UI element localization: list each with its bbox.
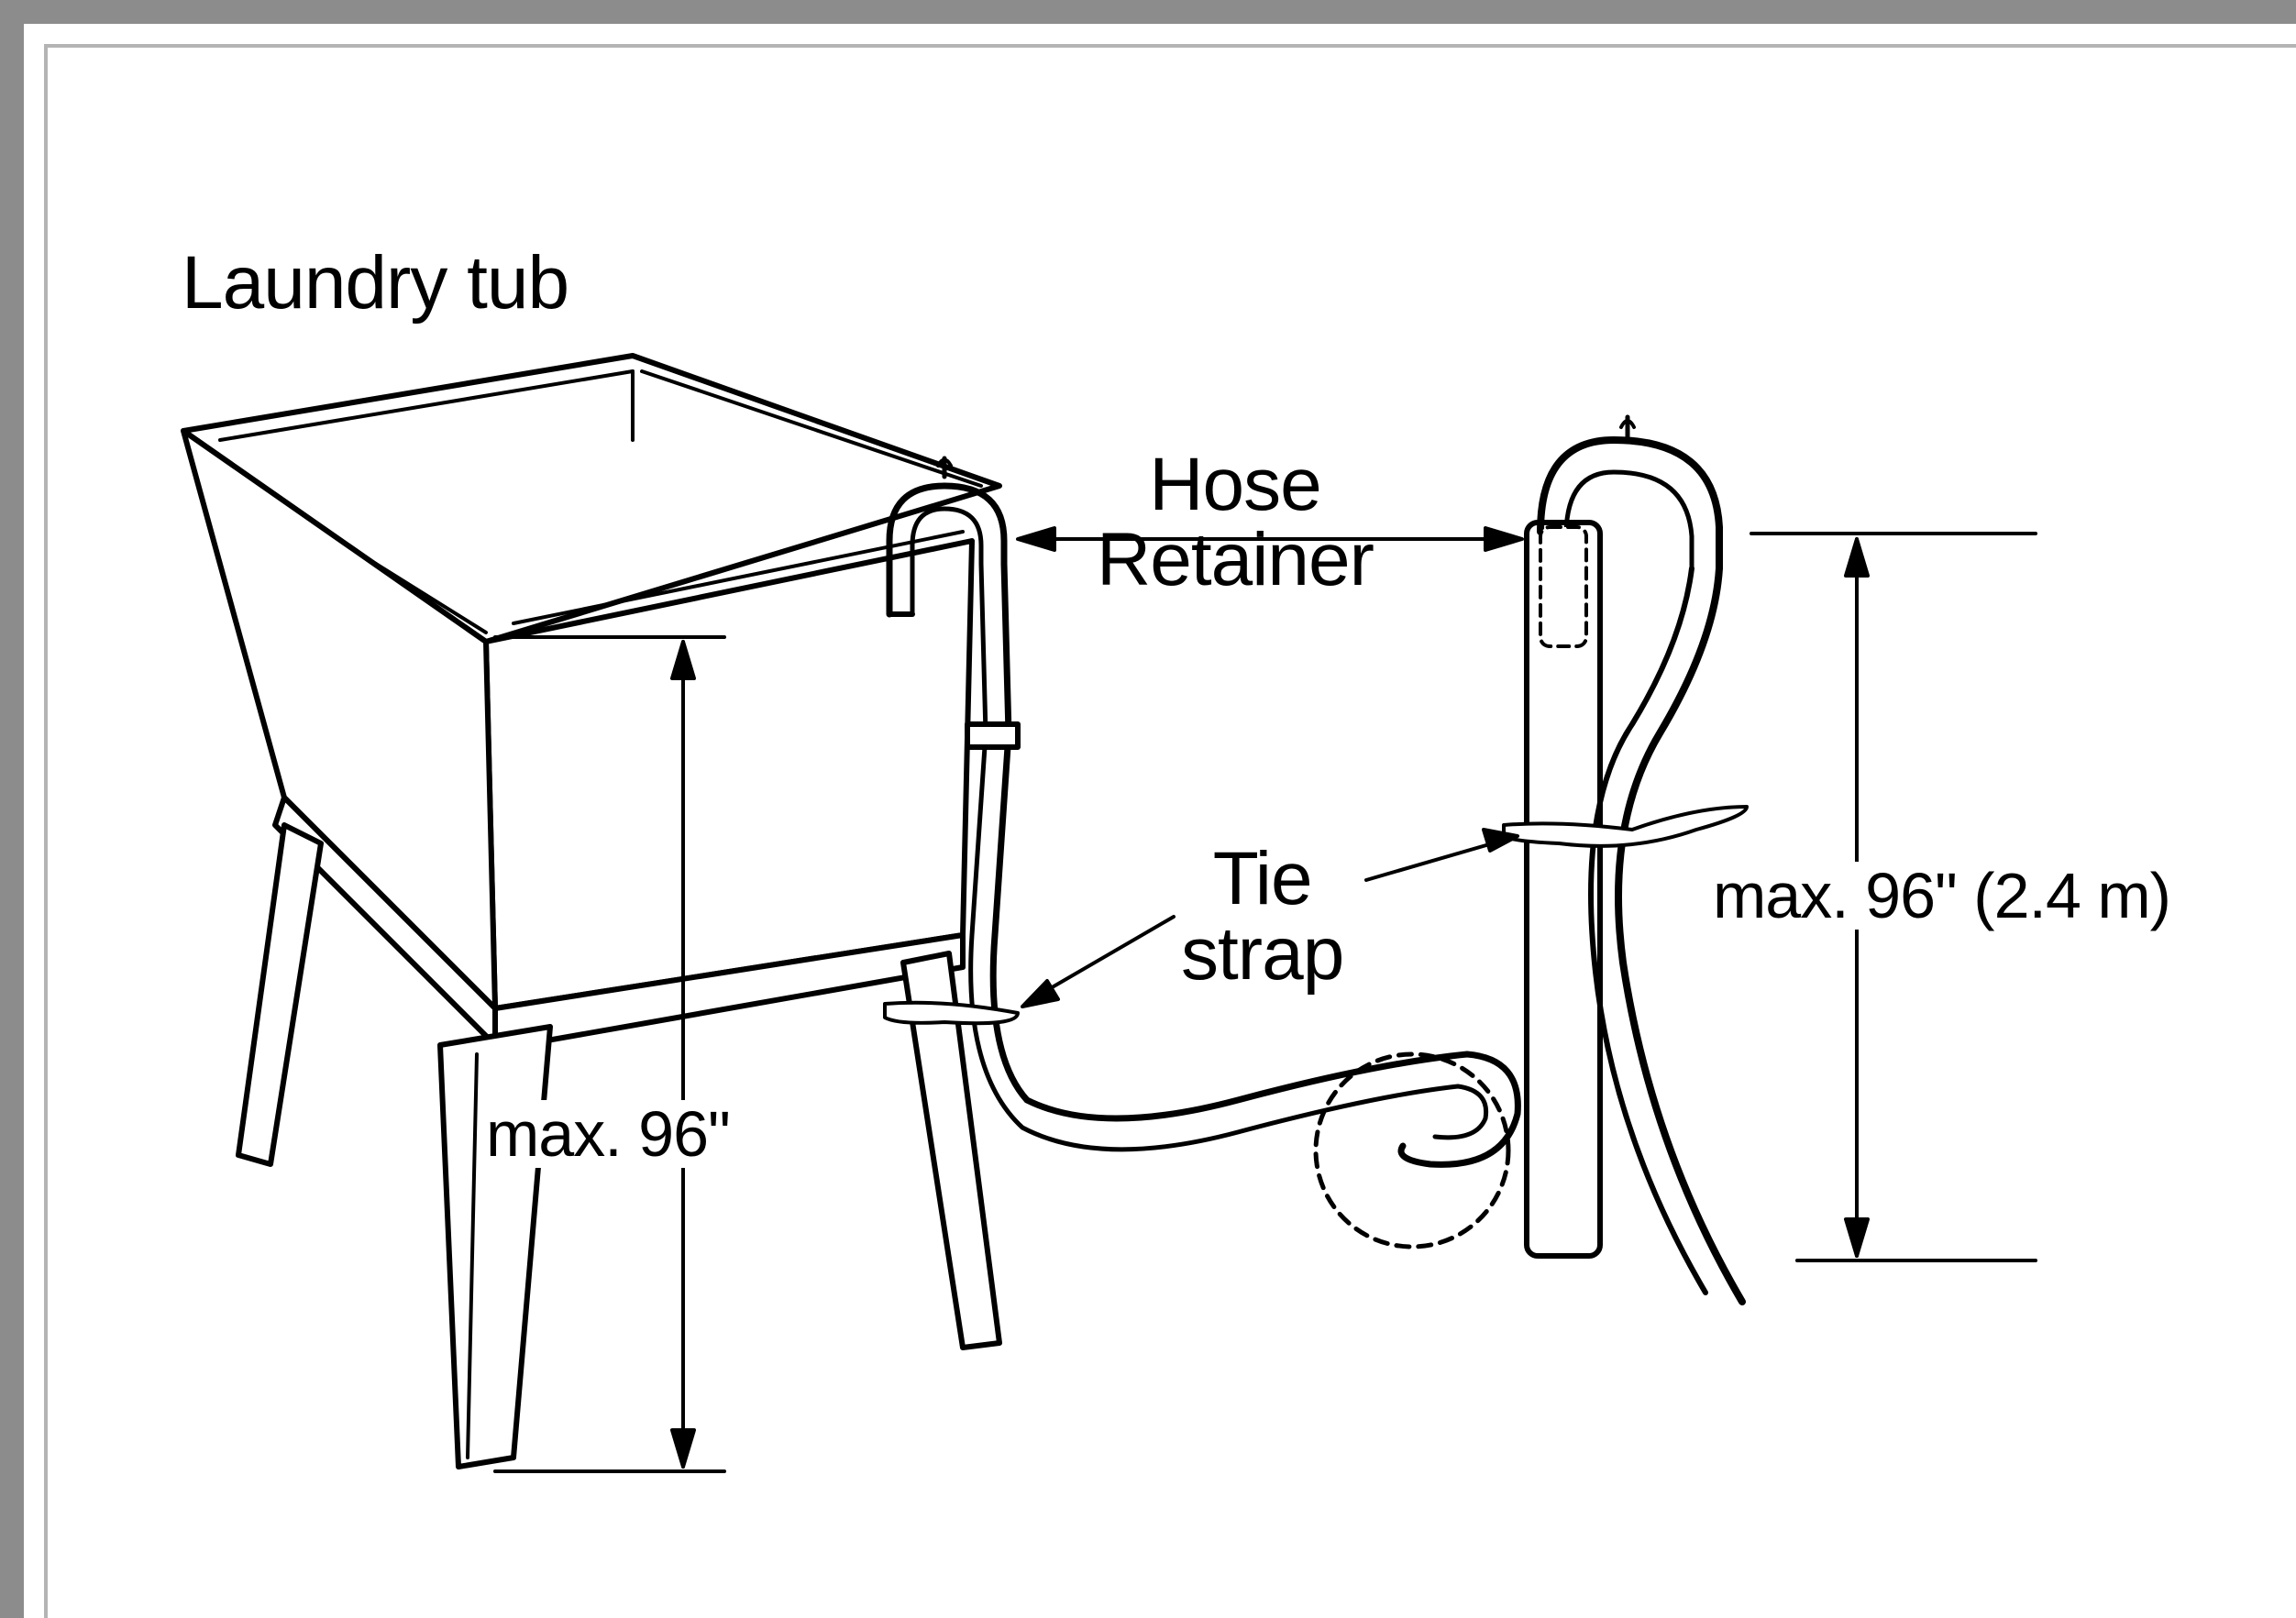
tie-strap-label-line1: Tie — [1212, 837, 1313, 920]
max-height-right-label: max. 96" (2.4 m) — [1709, 862, 2174, 930]
max-height-left-label: max. 96" — [482, 1100, 734, 1168]
left-hose-illustration — [886, 456, 1521, 1249]
laundry-tub-label: Laundry tub — [182, 241, 569, 325]
right-dimension-line — [1750, 532, 2037, 1262]
left-tie-strap — [883, 1000, 1020, 1026]
hose-retainer-label-line1: Hose — [1149, 443, 1321, 526]
tie-strap-leader-arrow — [1021, 828, 1519, 1008]
retainer-leader-arrow — [1016, 526, 1524, 552]
hose-retainer-label: Hose Retainer — [1097, 447, 1374, 598]
left-dimension-line — [493, 635, 726, 1473]
figure-frame-inner — [44, 44, 2296, 1618]
tie-strap-label: Tie strap — [1181, 837, 1344, 996]
tie-strap-label-line2: strap — [1181, 912, 1344, 996]
hose-retainer-label-line2: Retainer — [1097, 518, 1374, 601]
laundry-tub-illustration — [181, 353, 1002, 1469]
standpipe-illustration — [1502, 414, 1749, 1305]
